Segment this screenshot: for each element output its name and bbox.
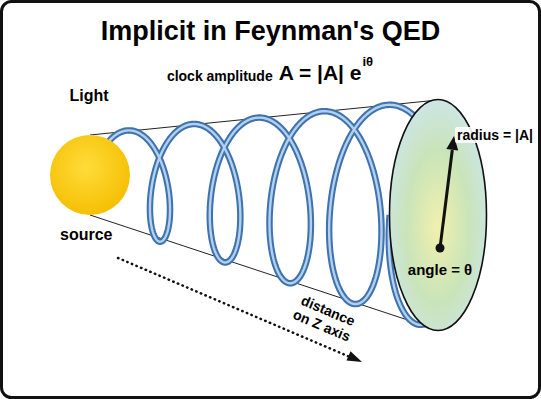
- title: Implicit in Feynman's QED: [0, 16, 541, 47]
- caption-text: clock amplitude: [167, 68, 273, 84]
- light-label: Light: [70, 87, 109, 105]
- radius-arrow: [440, 150, 452, 248]
- formula-exponent: iθ: [362, 55, 373, 70]
- angle-label: angle = θ: [408, 261, 472, 278]
- light-source: [50, 135, 130, 215]
- amplitude-formula: A = |A| e: [279, 61, 362, 85]
- z-axis-arrowhead: [347, 351, 363, 362]
- axis-label: distance on Z axis: [287, 290, 364, 347]
- amplitude-disc: radius = |A|angle = θ: [388, 98, 488, 332]
- source-label: source: [60, 226, 112, 244]
- radius-label: radius = |A|: [455, 127, 535, 143]
- center-dot: [436, 244, 445, 253]
